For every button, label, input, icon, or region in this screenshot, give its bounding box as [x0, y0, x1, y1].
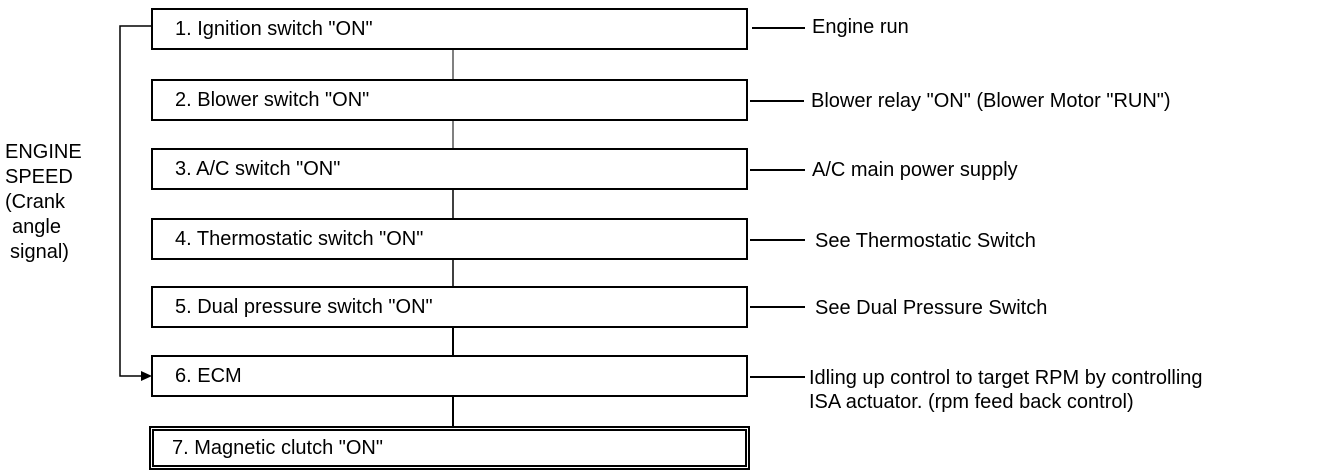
step-box-blower-switch: 2. Blower switch "ON" — [151, 79, 748, 121]
step-box-ac-switch: 3. A/C switch "ON" — [151, 148, 748, 190]
engine-speed-feedback-line — [119, 25, 152, 377]
step-box-magnetic-clutch: 7. Magnetic clutch "ON" — [149, 426, 750, 470]
note-thermostatic-switch: See Thermostatic Switch — [815, 230, 1036, 252]
step-box-ecm: 6. ECM — [151, 355, 748, 397]
note-ac-main-power: A/C main power supply — [812, 159, 1018, 181]
engine-speed-label-line-4: angle — [12, 216, 61, 238]
step-label: 5. Dual pressure switch "ON" — [175, 295, 433, 318]
note-dual-pressure-switch: See Dual Pressure Switch — [815, 297, 1048, 319]
step-label: 2. Blower switch "ON" — [175, 88, 370, 111]
note-ecm-line-1: Idling up control to target RPM by contr… — [809, 367, 1203, 389]
note-blower-relay: Blower relay "ON" (Blower Motor "RUN") — [811, 90, 1171, 112]
engine-speed-label-line-2: SPEED — [5, 166, 73, 188]
step-label: 6. ECM — [175, 364, 242, 387]
step-label: 1. Ignition switch "ON" — [175, 17, 373, 40]
note-engine-run: Engine run — [812, 16, 909, 38]
step-box-ignition-switch: 1. Ignition switch "ON" — [151, 8, 748, 50]
feedback-arrow-head-icon — [141, 371, 152, 381]
engine-speed-label-line-5: signal) — [10, 241, 69, 263]
engine-speed-label-line-3: (Crank — [5, 191, 66, 213]
step-label: 4. Thermostatic switch "ON" — [175, 227, 424, 250]
engine-speed-label-line-1: ENGINE — [5, 141, 82, 163]
step-label: 7. Magnetic clutch "ON" — [172, 436, 383, 459]
step-box-thermostatic-switch: 4. Thermostatic switch "ON" — [151, 218, 748, 260]
engine-speed-label: ENGINE SPEED (Crank angle signal) — [5, 140, 82, 265]
step-box-dual-pressure-switch: 5. Dual pressure switch "ON" — [151, 286, 748, 328]
note-ecm-idling-up: Idling up control to target RPM by contr… — [809, 366, 1203, 414]
step-label: 3. A/C switch "ON" — [175, 157, 341, 180]
note-ecm-line-2: ISA actuator. (rpm feed back control) — [809, 391, 1134, 413]
